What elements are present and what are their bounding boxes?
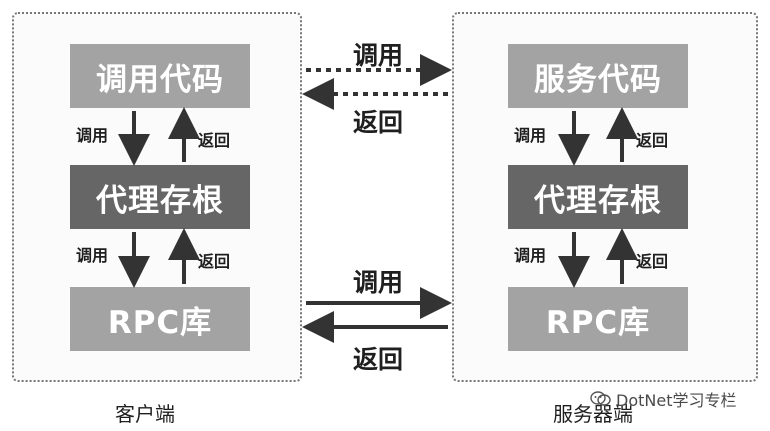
server-rpc-library-label: RPC库 — [545, 304, 651, 341]
watermark: DotNet学习专栏 — [590, 387, 736, 411]
server-top-return-label: 返回 — [636, 131, 669, 150]
server-bottom-call-label: 调用 — [514, 246, 547, 265]
server-bottom-return-label: 返回 — [636, 252, 669, 271]
client-top-return-label: 返回 — [198, 131, 231, 150]
client-rpc-library-label: RPC库 — [107, 304, 213, 341]
client-top-call-label: 调用 — [76, 126, 109, 145]
client-call-code-box: 调用代码 — [70, 44, 250, 108]
client-call-code-label: 调用代码 — [96, 61, 224, 98]
client-proxy-stub-box: 代理存根 — [70, 165, 250, 229]
client-rpc-library-box: RPC库 — [70, 287, 250, 351]
center-bottom-return-label: 返回 — [352, 345, 403, 374]
server-service-code-label: 服务代码 — [534, 61, 662, 98]
server-proxy-stub-box: 代理存根 — [508, 165, 688, 229]
client-proxy-stub-label: 代理存根 — [96, 182, 224, 219]
server-rpc-library-box: RPC库 — [508, 287, 688, 351]
client-footer-label: 客户端 — [115, 402, 175, 426]
server-service-code-box: 服务代码 — [508, 44, 688, 108]
center-top-return-label: 返回 — [352, 108, 403, 137]
center-bottom-call-label: 调用 — [352, 268, 403, 297]
watermark-text: DotNet学习专栏 — [616, 391, 737, 410]
server-footer-label: 服务器端 — [553, 402, 633, 426]
client-bottom-return-label: 返回 — [198, 252, 231, 271]
server-top-call-label: 调用 — [514, 126, 547, 145]
wechat-icon — [590, 391, 611, 406]
server-proxy-stub-label: 代理存根 — [534, 182, 662, 219]
center-top-call-label: 调用 — [352, 41, 403, 70]
client-bottom-call-label: 调用 — [76, 246, 109, 265]
